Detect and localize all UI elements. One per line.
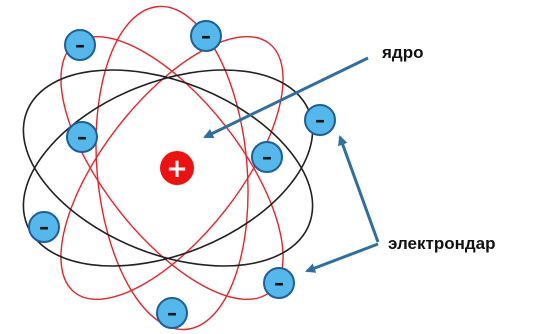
electrons-label: электрондар xyxy=(388,234,496,253)
electron-sign: – xyxy=(274,271,284,295)
electron: – xyxy=(304,104,336,136)
orbit-red-1 xyxy=(95,5,249,331)
electron: – xyxy=(190,20,222,52)
electron: – xyxy=(263,267,295,299)
label-arrows xyxy=(203,56,380,273)
electron-sign: – xyxy=(77,125,87,149)
electron: – xyxy=(64,29,96,61)
nucleus-arrow xyxy=(203,56,369,139)
electron: – xyxy=(156,297,188,329)
orbit-red-2 xyxy=(60,35,284,301)
electron-sign: – xyxy=(201,24,211,48)
nucleus: + xyxy=(160,151,194,185)
electron-arrow-lower xyxy=(305,242,379,273)
electron-sign: – xyxy=(315,108,325,132)
electron: – xyxy=(251,141,283,173)
electron: – xyxy=(28,211,60,243)
electron-sign: – xyxy=(167,301,177,325)
electron: – xyxy=(66,121,98,153)
electron-sign: – xyxy=(75,33,85,57)
electron-sign: – xyxy=(39,215,49,239)
electron-arrow-upper xyxy=(338,135,380,243)
nucleus-label: ядро xyxy=(381,43,423,62)
electron-sign: – xyxy=(262,145,272,169)
orbit-black-2 xyxy=(22,69,314,267)
electrons: – – – – – – – – xyxy=(28,20,336,329)
nucleus-sign: + xyxy=(166,154,188,184)
